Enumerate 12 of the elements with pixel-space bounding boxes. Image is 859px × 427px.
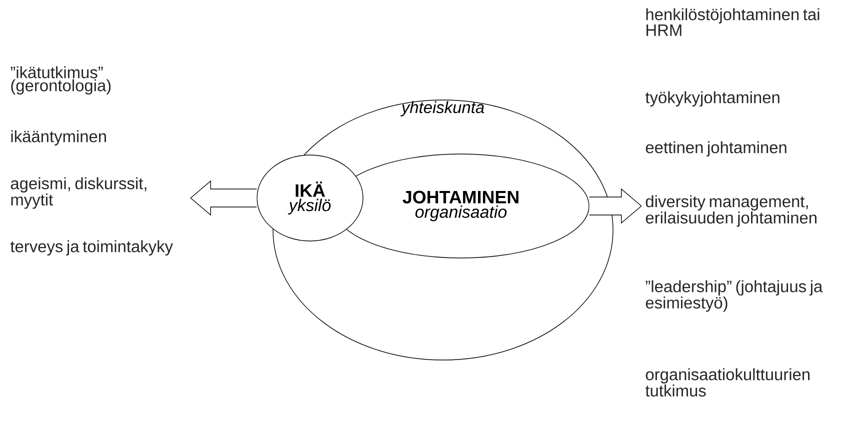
block-arrow <box>190 180 257 216</box>
note-text: organisaatiokulttuurien tutkimus <box>645 368 810 397</box>
note-text: diversity management, erilaisuuden johtaminen <box>646 195 816 227</box>
note-text: henkilöstöjohtaminen tai HRM <box>646 8 820 36</box>
note-text: ”leadership” (johtajuus ja esimiestyö) <box>646 280 823 312</box>
note-text: eettinen johtaminen <box>646 141 786 157</box>
note-text: terveys ja toimintakyky <box>10 240 173 256</box>
note-text: työkykyjohtaminen <box>645 91 780 107</box>
note-text: ikääntyminen <box>11 130 106 146</box>
block-arrow <box>589 188 642 224</box>
note-text: ageismi, diskurssit, myytit <box>10 177 146 209</box>
note-text: ”ikätutkimus” (gerontologia) <box>10 66 111 95</box>
